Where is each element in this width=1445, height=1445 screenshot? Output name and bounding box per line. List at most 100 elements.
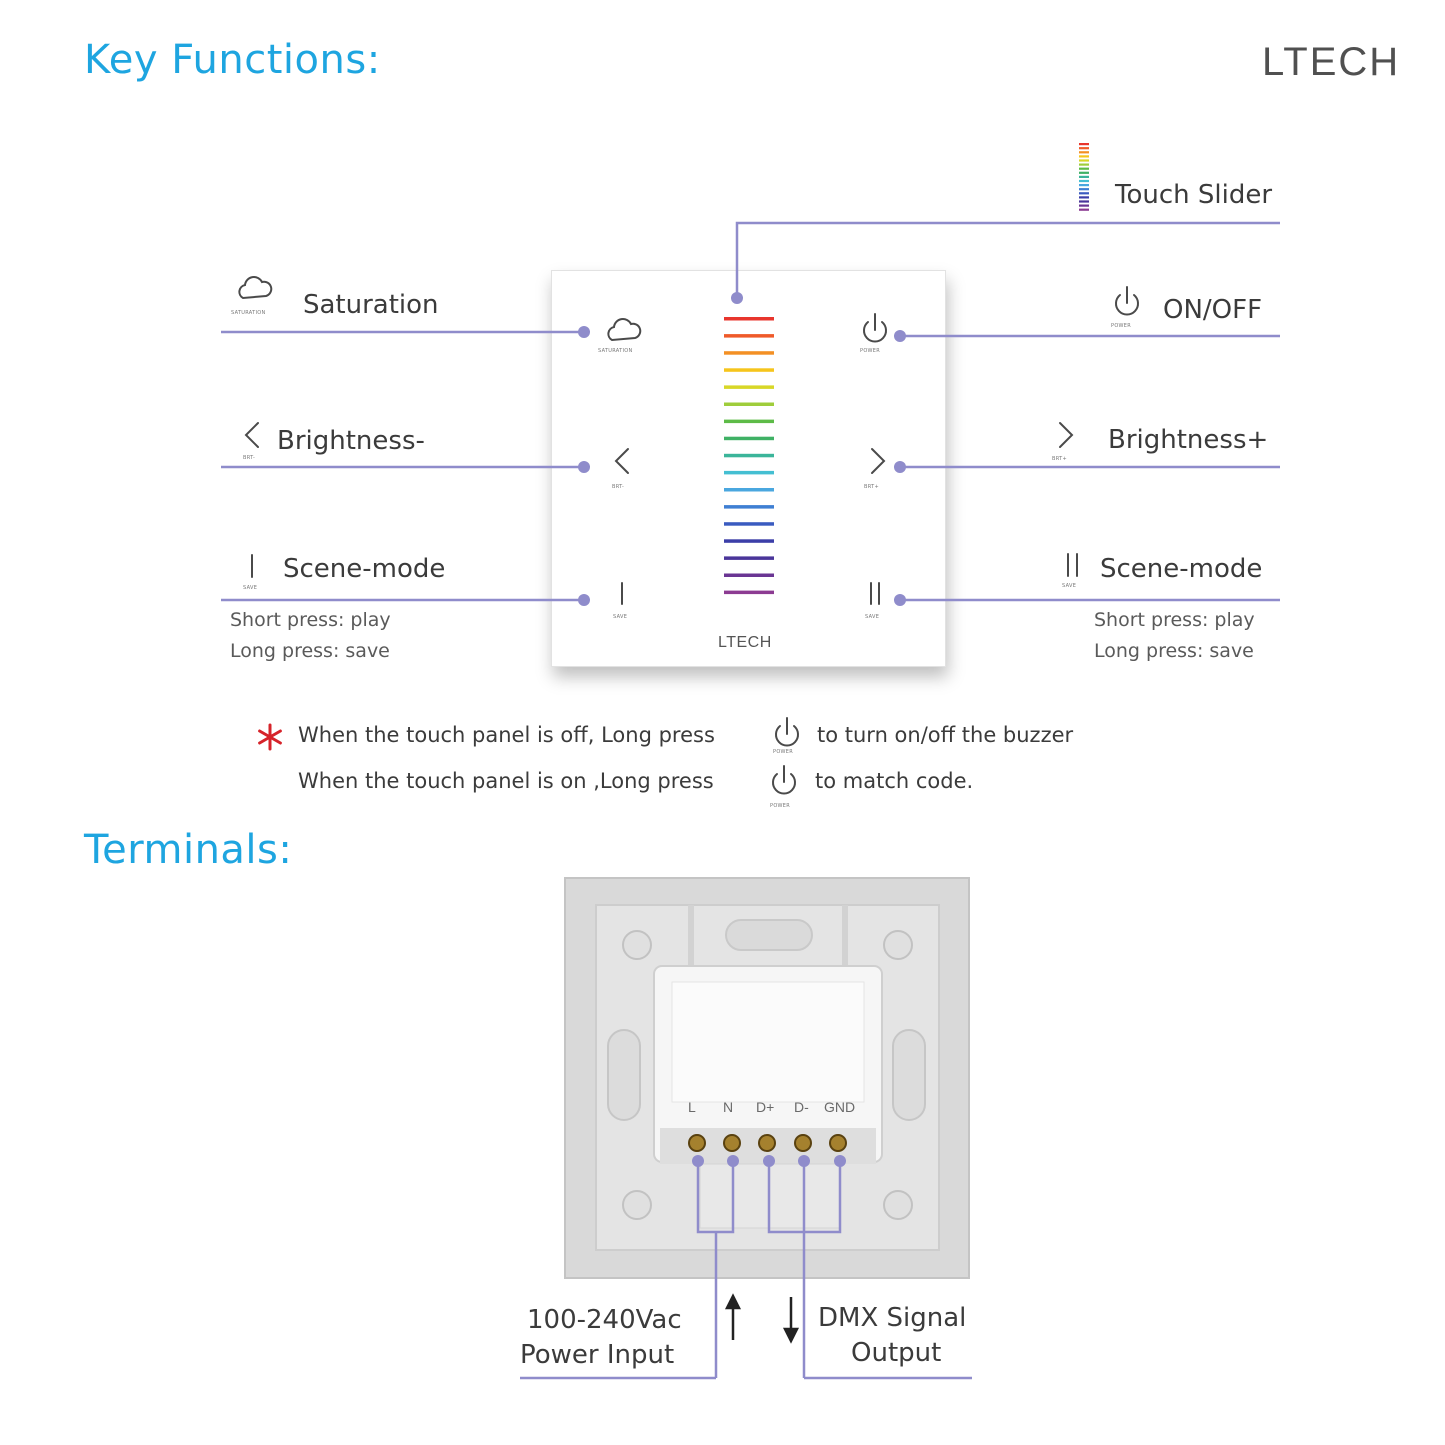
legend-caption-saturation: SATURATION (231, 310, 266, 316)
note-power-icon-2 (772, 765, 796, 795)
note-caption-power-1: POWER (773, 749, 794, 755)
arrows (724, 1293, 800, 1344)
slider-bar[interactable] (724, 351, 774, 355)
slider-bar[interactable] (724, 522, 774, 526)
terminal-label-N: N (723, 1099, 734, 1115)
dmx-output-line2: Output (851, 1338, 942, 1368)
slider-bar[interactable] (724, 419, 774, 424)
slider-bar[interactable] (724, 453, 774, 458)
long-press-right: Long press: save (1094, 640, 1254, 662)
scene-two-icon[interactable] (870, 582, 880, 605)
legend-caption-brt-minus: BRT- (243, 455, 256, 461)
label-on-off: ON/OFF (1163, 295, 1263, 325)
note-power-icon-1 (775, 717, 799, 747)
arrow-down-icon (782, 1327, 800, 1344)
note-line2-after: to match code. (815, 769, 974, 793)
slider-bar[interactable] (724, 556, 774, 560)
slider-bar[interactable] (724, 488, 774, 492)
terminal-leader-lines (520, 1161, 972, 1380)
legend-caption-save-left: SAVE (243, 585, 258, 591)
label-scene-mode-left: Scene-mode (283, 554, 446, 584)
slider-bar[interactable] (724, 317, 774, 321)
caption-power: POWER (860, 348, 881, 354)
terminal-screw-D-plus (758, 1134, 776, 1152)
legend-bar (1079, 147, 1089, 150)
scene-two-legend-icon (1067, 553, 1078, 577)
legend-bar (1079, 171, 1089, 174)
label-scene-mode-right: Scene-mode (1100, 554, 1263, 584)
dot-touch-slider (731, 292, 743, 304)
legend-bar (1079, 151, 1089, 154)
screw-hole-bottom-left (622, 1190, 652, 1220)
side-slot-left (607, 1029, 641, 1121)
slider-bar[interactable] (724, 539, 774, 543)
terminals-heading: Terminals: (84, 827, 293, 873)
label-brightness-minus: Brightness- (277, 426, 425, 456)
legend-caption-brt-plus: BRT+ (1052, 456, 1067, 462)
screw-hole-top-left (622, 930, 652, 960)
chevron-left-icon[interactable] (614, 448, 629, 474)
note-line1-after: to turn on/off the buzzer (817, 723, 1074, 747)
terminal-screw-L (688, 1134, 706, 1152)
legend-bar (1079, 167, 1089, 170)
slider-bar[interactable] (724, 436, 774, 441)
legend-bar (1079, 155, 1089, 158)
note-caption-power-2: POWER (770, 803, 791, 809)
label-saturation: Saturation (303, 290, 439, 320)
legend-bar (1079, 184, 1089, 187)
legend-bar (1079, 204, 1089, 207)
legend-bar (1079, 179, 1089, 183)
note-line2-before: When the touch panel is on ,Long press (298, 769, 714, 793)
brand-logo: LTECH (1262, 40, 1401, 84)
rail-right (842, 905, 848, 965)
legend-bar (1079, 208, 1089, 211)
caption-save-left: SAVE (613, 614, 628, 620)
label-brightness-plus: Brightness+ (1108, 425, 1269, 455)
power-icon[interactable] (863, 313, 887, 343)
terminal-screw-D-minus (794, 1134, 812, 1152)
terminal-screw-N (723, 1134, 741, 1152)
asterisk-icon (258, 723, 282, 751)
screw-hole-top-right (883, 930, 913, 960)
slider-bar[interactable] (724, 470, 774, 475)
slider-bar[interactable] (724, 385, 774, 389)
leader-lines (221, 221, 1280, 602)
chevron-right-icon[interactable] (871, 448, 886, 474)
panel-brand-logo: LTECH (718, 634, 772, 651)
legend-bar (1079, 196, 1089, 199)
caption-save-right: SAVE (865, 614, 880, 620)
power-legend-icon (1115, 286, 1139, 316)
side-slot-right (892, 1029, 926, 1121)
touch-slider-legend-icon (1079, 143, 1089, 211)
slider-bar[interactable] (724, 402, 774, 407)
module-face (671, 981, 865, 1103)
key-functions-heading: Key Functions: (84, 37, 381, 83)
terminal-label-D-minus: D- (794, 1099, 809, 1115)
slider-bar[interactable] (724, 334, 774, 338)
saturation-icon[interactable] (607, 318, 642, 342)
short-press-left: Short press: play (230, 609, 391, 631)
caption-brt-minus: BRT- (612, 484, 625, 490)
slider-bar[interactable] (724, 368, 774, 372)
label-touch-slider: Touch Slider (1115, 180, 1273, 210)
note-line1-before: When the touch panel is off, Long press (298, 723, 715, 747)
slider-bar[interactable] (724, 590, 774, 595)
terminal-label-D-plus: D+ (756, 1099, 775, 1115)
legend-bar (1079, 175, 1089, 178)
slider-bar[interactable] (724, 573, 774, 578)
terminal-label-L: L (688, 1099, 696, 1115)
legend-caption-save-right: SAVE (1062, 583, 1077, 589)
legend-bar (1079, 159, 1089, 162)
dot-on-off (894, 330, 906, 342)
chevron-right-legend-icon (1059, 422, 1074, 448)
power-input-line2: Power Input (520, 1340, 675, 1370)
leader-touch-slider (735, 221, 1280, 298)
slider-bar[interactable] (724, 505, 774, 509)
leader-dots (578, 292, 906, 606)
legend-bar (1079, 200, 1089, 203)
dot-brightness-plus (894, 461, 906, 473)
legend-bar (1079, 163, 1089, 166)
arrow-up-icon (724, 1293, 742, 1310)
touch-slider-bars[interactable] (724, 317, 774, 595)
